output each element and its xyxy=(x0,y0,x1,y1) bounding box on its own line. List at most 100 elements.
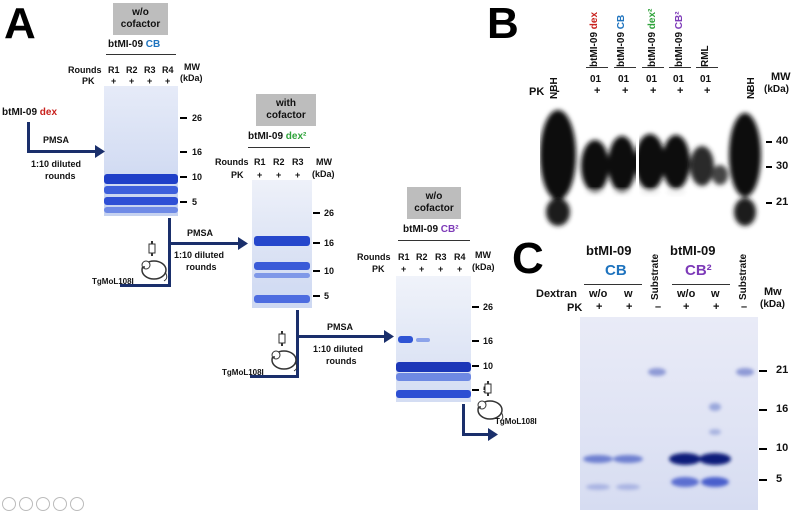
panelC-dextran-value: w/o xyxy=(589,288,608,300)
panelB-western-blot xyxy=(540,100,765,235)
panelB-pk-sign: + xyxy=(650,85,657,97)
viewer-toolbar[interactable] xyxy=(2,497,84,511)
gel2-mw-tick xyxy=(313,242,320,244)
panelB-mw-tick xyxy=(766,166,772,168)
step2-rounds-label: rounds xyxy=(186,262,217,272)
panelB-mw-tick xyxy=(766,141,772,143)
panelC-mw-tick xyxy=(759,479,767,481)
gel1-mw-value: 5 xyxy=(192,197,198,207)
panelB-pk-sign: - xyxy=(556,85,560,97)
panelB-lane-label-dex2: btMI-09 dex² xyxy=(647,8,658,67)
gel3-kda-label: (kDa) xyxy=(472,262,495,272)
panelC-kda-label: (kDa) xyxy=(760,299,786,310)
panelB-sub-label: 01 xyxy=(590,74,602,85)
panelC-mw-tick xyxy=(759,448,767,450)
gel2-mw-tick xyxy=(313,270,320,272)
panel-a-letter: A xyxy=(4,0,36,48)
viewer-toolbar-icon[interactable] xyxy=(2,497,16,511)
panelC-dextran-value: w/o xyxy=(677,288,696,300)
panelB-rule xyxy=(669,67,691,68)
gel2-title-rule xyxy=(248,147,310,148)
gel2-mw-tick xyxy=(313,295,320,297)
panelC-pk-sign: + xyxy=(596,301,603,313)
gel3-lane-label: R3 xyxy=(435,252,447,262)
gel1-title: btMI-09 CB xyxy=(108,39,161,50)
viewer-toolbar-icon[interactable] xyxy=(53,497,67,511)
gel1-kda-label: (kDa) xyxy=(180,73,203,83)
panelC-mw-label: Mw xyxy=(764,286,782,298)
gel2-band xyxy=(254,262,310,270)
panelC-pk-sign: – xyxy=(741,301,748,313)
step1-arrow-vertical xyxy=(27,122,30,152)
panelB-rule xyxy=(696,67,718,68)
gel2-mw-value: 10 xyxy=(324,266,335,276)
panelB-sub-label: 01 xyxy=(618,74,630,85)
gel1-mw-tick xyxy=(180,201,187,203)
panelC-dextran-value: w xyxy=(624,288,633,300)
panelB-mw-value: 30 xyxy=(776,160,789,172)
gel2-mw-value: 16 xyxy=(324,238,335,248)
gel1-pk-label: PK xyxy=(82,76,95,86)
panelC-mw-value: 16 xyxy=(776,403,789,415)
panelC-mw-value: 10 xyxy=(776,442,789,454)
gel1-pk-sign: + xyxy=(165,76,171,86)
viewer-toolbar-icon[interactable] xyxy=(70,497,84,511)
panelB-pk-sign: + xyxy=(622,85,629,97)
gel2-to-gel3-line xyxy=(296,335,386,338)
gel1-lane-label: R4 xyxy=(162,65,174,75)
panelB-lane-label-dex: btMI-09 dex xyxy=(589,11,600,67)
gel1-band xyxy=(104,186,178,194)
panelC-mw-tick xyxy=(759,370,767,372)
panelB-rule xyxy=(614,67,636,68)
panelC-pk-sign: + xyxy=(713,301,720,313)
gel2-pk-sign: + xyxy=(295,170,301,180)
gel1-mw-value: 10 xyxy=(192,172,203,182)
step3-rounds-label: rounds xyxy=(326,356,357,366)
gel1-band xyxy=(104,197,178,205)
gel3-to-mouse-arrow-head xyxy=(488,428,498,441)
viewer-toolbar-icon[interactable] xyxy=(36,497,50,511)
gel3-rounds-label: Rounds xyxy=(357,252,391,262)
gel1-to-gel2-arrow-head xyxy=(238,237,248,250)
gel2-pk-sign: + xyxy=(276,170,282,180)
gel3-cofactor-box: w/o cofactor xyxy=(407,187,461,219)
panelB-lane-label-cb: btMI-09 CB xyxy=(616,14,627,67)
panelC-group1-rule xyxy=(584,284,642,285)
panelB-mw-value: 40 xyxy=(776,135,789,147)
mouse1-syringe-icon xyxy=(141,241,168,282)
panelB-mw-value: 21 xyxy=(776,196,789,208)
panelB-rule xyxy=(586,67,608,68)
gel3-pk-sign: + xyxy=(438,264,444,274)
panelB-pk-sign: - xyxy=(750,85,754,97)
gel3-title: btMI-09 CB² xyxy=(403,224,459,235)
gel1-mw-value: 26 xyxy=(192,113,203,123)
panelC-group1-title: btMI-09 xyxy=(586,243,632,258)
panelB-rule xyxy=(642,67,664,68)
gel3-down-line xyxy=(462,404,465,435)
gel3-mw-tick xyxy=(472,389,479,391)
gel2-lane-label: R3 xyxy=(292,157,304,167)
panelC-gel-image xyxy=(580,317,758,510)
gel2-lane-label: R2 xyxy=(273,157,285,167)
gel3-mw-value: 10 xyxy=(483,361,494,371)
step1-pmsa-label: PMSA xyxy=(43,135,70,145)
gel2-band xyxy=(254,236,310,246)
gel1-title-rule xyxy=(106,54,176,55)
gel3-to-mouse-line xyxy=(462,433,490,436)
gel3-image xyxy=(396,276,471,402)
mouse3-label: TgMoL108I xyxy=(495,417,537,426)
gel2-mw-label: MW xyxy=(316,157,332,167)
gel1-cofactor-box: w/o cofactor xyxy=(113,3,168,35)
gel2-cofactor-box: with cofactor xyxy=(256,94,316,126)
step3-pmsa-label: PMSA xyxy=(327,322,354,332)
viewer-toolbar-icon[interactable] xyxy=(19,497,33,511)
step1-rounds-label: rounds xyxy=(45,171,76,181)
panelC-mw-tick xyxy=(759,409,767,411)
panelC-mw-value: 5 xyxy=(776,473,783,485)
gel2-kda-label: (kDa) xyxy=(312,169,335,179)
gel2-pk-label: PK xyxy=(231,170,244,180)
panelC-pk-sign: – xyxy=(655,301,662,313)
gel3-band xyxy=(416,338,430,342)
mouse1-label: TgMoL108I xyxy=(92,277,134,286)
panelC-substrate-label-2: Substrate xyxy=(738,253,749,300)
